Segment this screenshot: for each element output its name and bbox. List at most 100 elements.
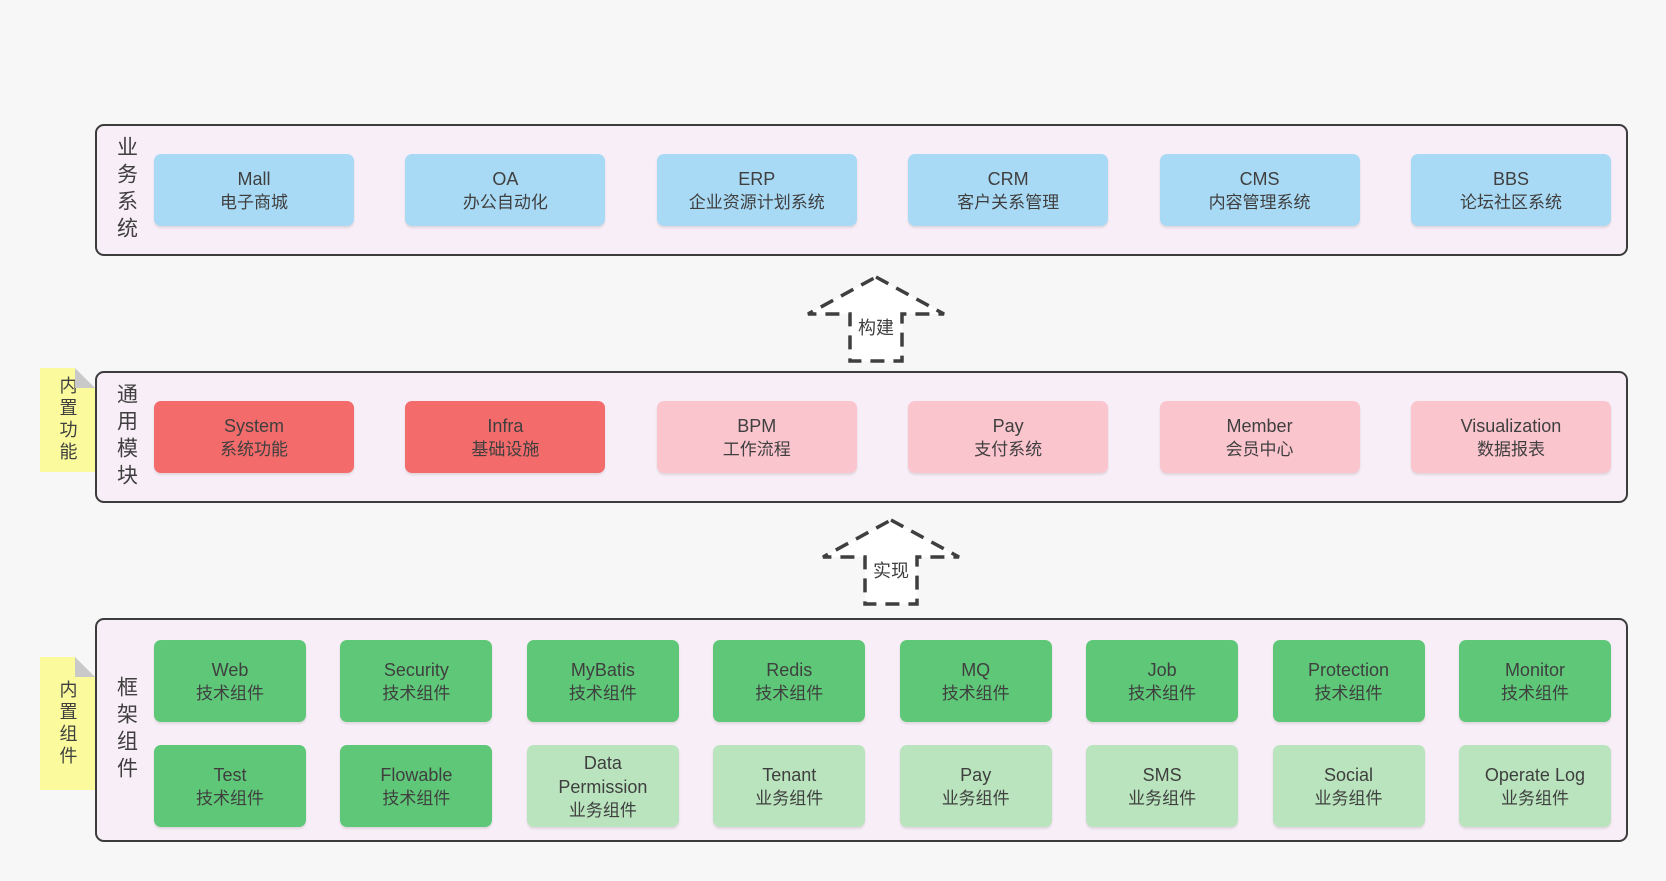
- box-sms: SMS 业务组件: [1086, 745, 1239, 827]
- box-subtitle: 业务组件: [568, 800, 637, 820]
- folded-corner-icon: [75, 368, 95, 388]
- box-subtitle: 内容管理系统: [1208, 192, 1311, 212]
- panel-label-modules: 通用模块: [97, 373, 154, 501]
- sticky-note-builtin-features: 内置功能: [40, 368, 95, 472]
- box-title: Security: [383, 659, 449, 680]
- box-redis: Redis 技术组件: [713, 640, 866, 722]
- box-subtitle: 支付系统: [974, 439, 1043, 459]
- box-infra: Infra 基础设施: [405, 401, 606, 473]
- box-security: Security 技术组件: [340, 640, 493, 722]
- box-subtitle: 技术组件: [755, 683, 824, 703]
- sticky-note-builtin-components: 内置组件: [40, 657, 95, 790]
- panel-label-framework: 框架组件: [97, 620, 154, 840]
- box-pay-system: Pay 支付系统: [908, 401, 1109, 473]
- panel-label-business: 业务系统: [97, 126, 154, 254]
- box-bbs: BBS 论坛社区系统: [1410, 154, 1611, 226]
- arrow-label: 构建: [858, 318, 894, 338]
- box-subtitle: 工作流程: [722, 439, 791, 459]
- box-title: Job: [1147, 659, 1177, 680]
- arrow-implement: 实现: [818, 517, 964, 609]
- box-mall: Mall 电子商城: [154, 154, 354, 226]
- business-box-row: Mall 电子商城 OA 办公自动化 ERP 企业资源计划系统 CRM 客户关系…: [154, 154, 1611, 226]
- box-web: Web 技术组件: [154, 640, 306, 722]
- box-oa: OA 办公自动化: [405, 154, 606, 226]
- box-subtitle: 业务组件: [1500, 788, 1569, 808]
- box-title: Test: [213, 764, 247, 785]
- box-cms: CMS 内容管理系统: [1159, 154, 1360, 226]
- box-title: CMS: [1239, 168, 1280, 189]
- box-title: Pay: [992, 415, 1024, 436]
- box-subtitle: 技术组件: [196, 788, 264, 808]
- box-subtitle: 论坛社区系统: [1459, 192, 1562, 212]
- sticky-note-text: 内置组件: [57, 679, 78, 768]
- framework-components-panel: 框架组件 Web 技术组件 Security 技术组件 MyBatis 技术组件…: [95, 618, 1628, 842]
- sticky-note-text: 内置功能: [57, 376, 78, 464]
- modules-box-row: System 系统功能 Infra 基础设施 BPM 工作流程 Pay 支付系统…: [154, 401, 1611, 473]
- box-title: MQ: [961, 659, 991, 680]
- box-member: Member 会员中心: [1159, 401, 1360, 473]
- box-subtitle: 技术组件: [196, 683, 264, 703]
- box-subtitle: 客户关系管理: [957, 192, 1060, 212]
- box-erp: ERP 企业资源计划系统: [656, 154, 857, 226]
- box-title: System: [223, 415, 284, 436]
- box-title: Data Permission: [558, 752, 648, 797]
- box-title: BBS: [1492, 168, 1529, 189]
- box-pay-component: Pay 业务组件: [899, 745, 1052, 827]
- box-subtitle: 技术组件: [1500, 683, 1569, 703]
- framework-box-row-2: Test 技术组件 Flowable 技术组件 Data Permission …: [154, 745, 1611, 827]
- box-system: System 系统功能: [154, 401, 354, 473]
- box-flowable: Flowable 技术组件: [340, 745, 493, 827]
- up-arrow-icon: [807, 275, 945, 363]
- box-subtitle: 基础设施: [471, 439, 540, 459]
- box-title: Tenant: [762, 764, 817, 785]
- box-subtitle: 技术组件: [941, 683, 1010, 703]
- box-test: Test 技术组件: [154, 745, 306, 827]
- box-title: ERP: [738, 168, 776, 189]
- box-subtitle: 数据报表: [1476, 439, 1545, 459]
- arrow-build: 构建: [803, 274, 949, 366]
- box-crm: CRM 客户关系管理: [908, 154, 1109, 226]
- box-title: Flowable: [380, 764, 453, 785]
- folded-corner-icon: [75, 657, 95, 677]
- box-title: Pay: [960, 764, 992, 785]
- box-title: Protection: [1308, 659, 1390, 680]
- arrow-label: 实现: [873, 561, 909, 581]
- box-subtitle: 业务组件: [941, 788, 1010, 808]
- box-title: Monitor: [1504, 659, 1565, 680]
- box-title: Mall: [237, 168, 271, 189]
- box-title: Web: [211, 659, 249, 680]
- box-title: Member: [1226, 415, 1293, 436]
- panel-label-text: 业务系统: [114, 136, 138, 244]
- box-visualization: Visualization 数据报表: [1410, 401, 1611, 473]
- box-subtitle: 企业资源计划系统: [688, 192, 825, 212]
- box-protection: Protection 技术组件: [1272, 640, 1425, 722]
- business-systems-panel: 业务系统 Mall 电子商城 OA 办公自动化 ERP 企业资源计划系统 CRM…: [95, 124, 1628, 256]
- box-title: Infra: [487, 415, 524, 436]
- box-title: SMS: [1142, 764, 1182, 785]
- panel-label-text: 通用模块: [114, 383, 138, 491]
- box-subtitle: 技术组件: [1128, 683, 1197, 703]
- box-data-permission: Data Permission 业务组件: [526, 745, 679, 827]
- box-social: Social 业务组件: [1272, 745, 1425, 827]
- box-title: OA: [492, 168, 519, 189]
- box-title: Social: [1324, 764, 1374, 785]
- box-operate-log: Operate Log 业务组件: [1458, 745, 1611, 827]
- box-mybatis: MyBatis 技术组件: [526, 640, 679, 722]
- box-monitor: Monitor 技术组件: [1458, 640, 1611, 722]
- panel-label-text: 框架组件: [114, 676, 138, 784]
- box-subtitle: 技术组件: [382, 788, 451, 808]
- up-arrow-icon: [822, 518, 960, 606]
- box-subtitle: 系统功能: [220, 439, 288, 459]
- box-title: CRM: [987, 168, 1029, 189]
- box-subtitle: 技术组件: [382, 683, 451, 703]
- box-title: Operate Log: [1484, 764, 1585, 785]
- box-tenant: Tenant 业务组件: [713, 745, 866, 827]
- box-subtitle: 业务组件: [1314, 788, 1383, 808]
- box-title: BPM: [737, 415, 777, 436]
- box-subtitle: 会员中心: [1225, 439, 1294, 459]
- common-modules-panel: 通用模块 System 系统功能 Infra 基础设施 BPM 工作流程 Pay…: [95, 371, 1628, 503]
- framework-box-row-1: Web 技术组件 Security 技术组件 MyBatis 技术组件 Redi…: [154, 640, 1611, 722]
- box-subtitle: 电子商城: [220, 192, 288, 212]
- box-subtitle: 技术组件: [1314, 683, 1383, 703]
